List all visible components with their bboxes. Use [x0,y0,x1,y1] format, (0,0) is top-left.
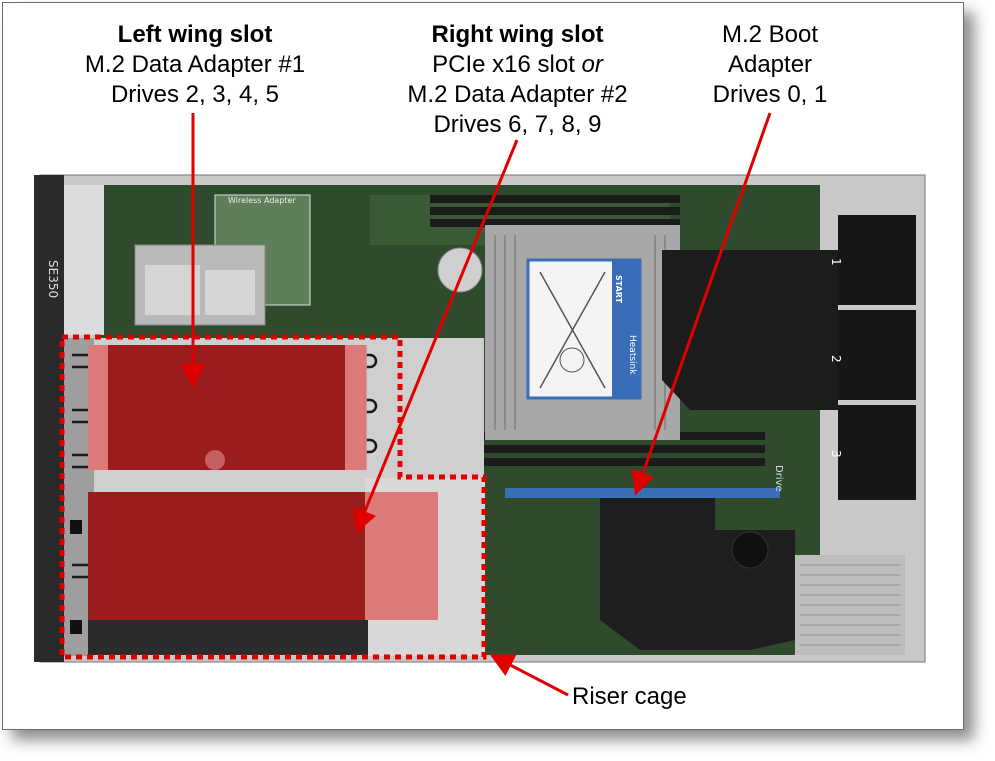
cmos-battery [437,247,483,293]
riser-cage-callout: Riser cage [572,682,712,712]
left-wing-slot-highlight [88,345,366,470]
right-wing-line2: M.2 Data Adapter #2 [407,81,628,108]
riser-cage-outline [59,334,487,660]
svg-text:Heatsink: Heatsink [627,335,637,375]
boot-line1: M.2 Boot [721,21,819,48]
svg-text:3: 3 [829,450,843,458]
svg-text:Wireless Adapter: Wireless Adapter [228,196,296,205]
svg-text:Drive: Drive [773,465,784,492]
right-wing-line3: Drives 6, 7, 8, 9 [433,111,602,138]
riser-cage-arrow [489,654,569,697]
left-wing-line1: M.2 Data Adapter #1 [84,51,306,78]
boot-line2: Adapter [727,51,813,78]
svg-text:START: START [614,275,623,304]
m2-boot-adapter-callout: M.2 Boot Adapter Drives 0, 1 [680,20,860,110]
boot-adapter-arrow [631,112,772,496]
boot-line3: Drives 0, 1 [712,81,828,108]
air-duct [662,250,838,410]
left-wing-title: Left wing slot [117,21,273,48]
dimm-slots-top [430,195,680,227]
fan-assembly: 1 2 3 [829,215,916,500]
right-wing-slot-callout: Right wing slot PCIe x16 slot or M.2 Dat… [385,20,650,140]
svg-text:2: 2 [829,355,843,363]
left-wing-slot-callout: Left wing slot M.2 Data Adapter #1 Drive… [60,20,330,110]
m2-boot-adapter-bracket [600,490,795,650]
chassis-label: SE350 [46,260,60,298]
right-wing-line1: PCIe x16 slot or [432,51,603,78]
front-bezel [34,175,64,662]
svg-text:1: 1 [829,258,843,266]
left-wing-line2: Drives 2, 3, 4, 5 [110,81,280,108]
right-wing-arrow [353,139,519,534]
riser-label: Riser cage [572,683,687,710]
right-wing-title: Right wing slot [431,21,604,48]
